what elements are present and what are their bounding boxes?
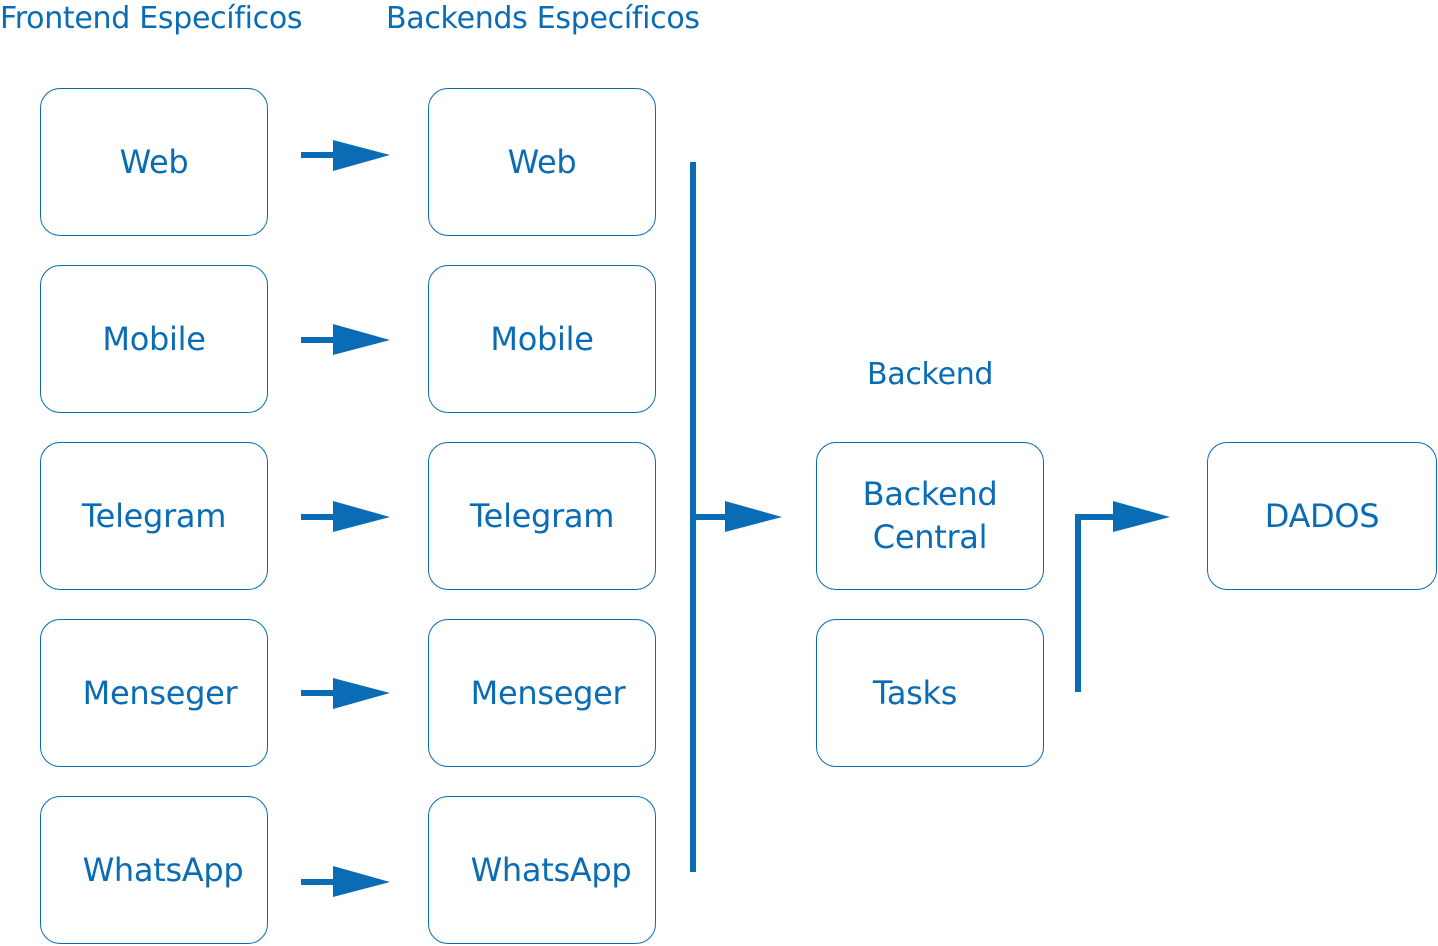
backend-menseger-box: Menseger: [428, 619, 656, 767]
arrow-whatsapp: [301, 866, 390, 897]
frontend-telegram-box: Telegram: [40, 442, 268, 590]
backend-menseger-label: Menseger: [470, 673, 626, 712]
backend-central-box: Backend Central: [816, 442, 1044, 590]
backend-central-line1: Backend: [862, 475, 998, 513]
arrow-web: [301, 140, 390, 171]
backend-group-heading: Backend: [867, 357, 994, 392]
arrow-telegram: [301, 501, 390, 532]
backend-telegram-label: Telegram: [469, 496, 615, 535]
frontend-web-label: Web: [119, 142, 189, 181]
backend-central-label: Backend Central: [863, 473, 998, 559]
backend-web-box: Web: [428, 88, 656, 236]
arrow-to-dados: [1075, 501, 1170, 692]
backend-telegram-box: Telegram: [428, 442, 656, 590]
frontend-mobile-label: Mobile: [102, 319, 206, 358]
frontend-whatsapp-label: WhatsApp: [82, 850, 244, 889]
backend-whatsapp-label: WhatsApp: [470, 850, 632, 889]
backend-mobile-label: Mobile: [490, 319, 594, 358]
backend-whatsapp-box: WhatsApp: [428, 796, 656, 944]
frontend-menseger-box: Menseger: [40, 619, 268, 767]
backend-mobile-box: Mobile: [428, 265, 656, 413]
arrow-menseger: [301, 678, 390, 709]
dados-box: DADOS: [1207, 442, 1437, 590]
frontend-column-heading: Frontend Específicos: [0, 1, 303, 36]
frontend-whatsapp-box: WhatsApp: [40, 796, 268, 944]
frontend-telegram-label: Telegram: [81, 496, 227, 535]
specific-backends-column-heading: Backends Específicos: [386, 1, 700, 36]
frontend-menseger-label: Menseger: [82, 673, 238, 712]
backend-central-line2: Central: [872, 518, 988, 556]
dados-label: DADOS: [1264, 496, 1380, 535]
arrow-mobile: [301, 324, 390, 355]
backend-web-label: Web: [507, 142, 577, 181]
frontend-web-box: Web: [40, 88, 268, 236]
arrow-to-central: [693, 501, 782, 532]
frontend-mobile-box: Mobile: [40, 265, 268, 413]
tasks-box: Tasks: [816, 619, 1044, 767]
tasks-label: Tasks: [872, 673, 958, 712]
